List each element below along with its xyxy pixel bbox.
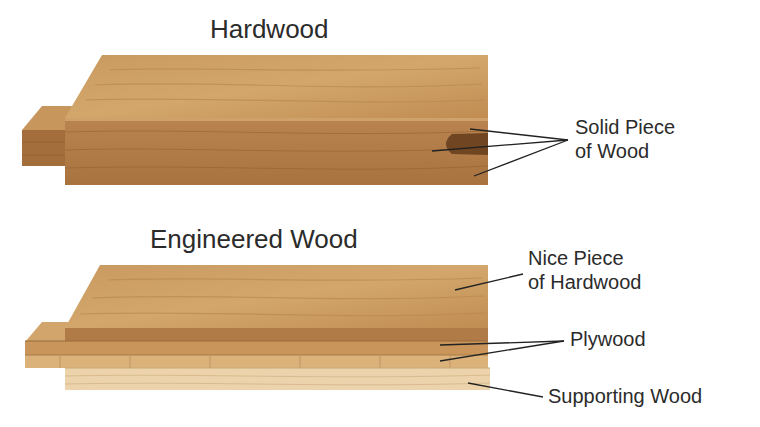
part-label: Solid Piece of Wood: [575, 116, 685, 163]
engineered-plank: [25, 265, 490, 390]
part-label: Plywood: [570, 328, 646, 352]
section-title: Hardwood: [210, 14, 329, 45]
section-title: Engineered Wood: [150, 224, 358, 255]
part-label: Supporting Wood: [548, 385, 702, 409]
part-label: Nice Piece of Hardwood: [528, 247, 644, 294]
hardwood-plank: [22, 55, 488, 185]
